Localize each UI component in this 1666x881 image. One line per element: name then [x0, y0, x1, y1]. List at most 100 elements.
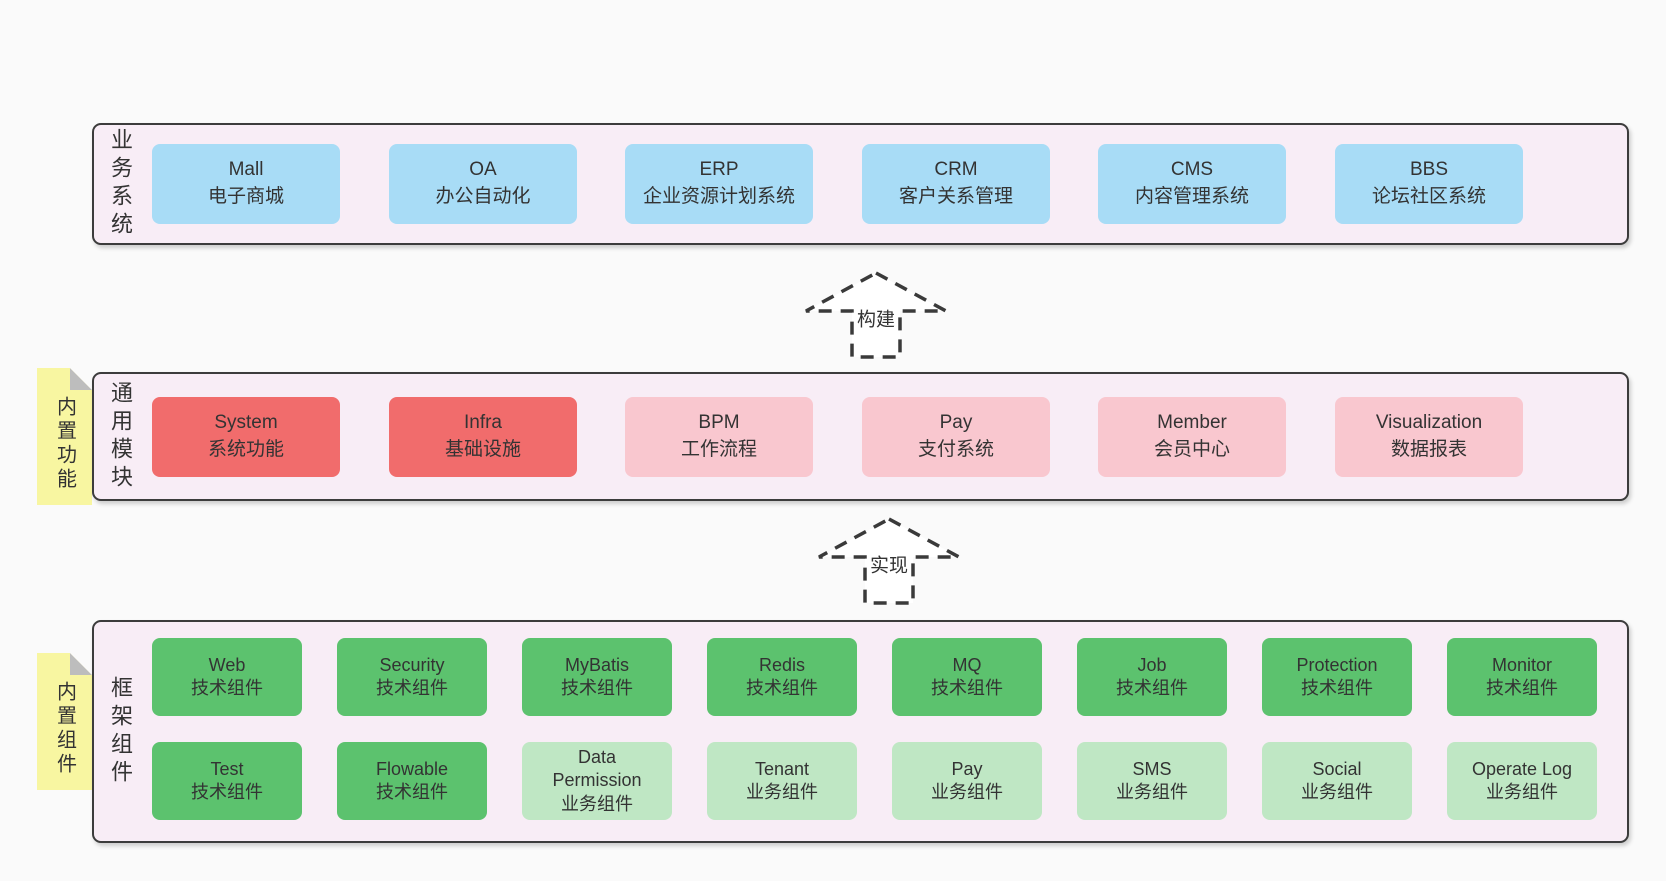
box-social: Social 业务组件 — [1262, 742, 1412, 820]
build-arrow: 构建 — [803, 270, 949, 360]
box-visualization: Visualization 数据报表 — [1335, 397, 1523, 477]
box-name: Security — [379, 654, 445, 675]
box-subtitle: 客户关系管理 — [898, 186, 1013, 207]
sticky-label: 内置功能 — [53, 395, 76, 492]
box-erp: ERP 企业资源计划系统 — [625, 144, 813, 224]
box-monitor: Monitor 技术组件 — [1447, 638, 1597, 716]
box-subtitle: 业务组件 — [561, 793, 633, 814]
box-name: System — [214, 412, 278, 434]
box-subtitle: 技术组件 — [191, 678, 263, 698]
sticky-builtin-features: 内置功能 — [37, 368, 92, 505]
box-name: Flowable — [375, 758, 449, 779]
box-web: Web 技术组件 — [152, 638, 302, 716]
box-subtitle: 业务组件 — [1486, 782, 1558, 802]
box-test: Test 技术组件 — [152, 742, 302, 820]
box-subtitle: 技术组件 — [746, 678, 818, 698]
box-name: Test — [210, 758, 244, 779]
box-subtitle: 基础设施 — [444, 439, 521, 460]
sticky-builtin-components: 内置组件 — [37, 653, 92, 790]
box-subtitle: 业务组件 — [1301, 782, 1373, 802]
box-name: MyBatis — [564, 654, 629, 675]
box-name: Monitor — [1491, 654, 1553, 675]
box-pay-business: Pay 业务组件 — [892, 742, 1042, 820]
box-name: Infra — [463, 412, 503, 434]
box-subtitle: 会员中心 — [1153, 439, 1230, 460]
box-cms: CMS 内容管理系统 — [1098, 144, 1286, 224]
box-protection: Protection 技术组件 — [1262, 638, 1412, 716]
box-name: ERP — [699, 159, 739, 181]
box-mq: MQ 技术组件 — [892, 638, 1042, 716]
box-subtitle: 工作流程 — [680, 439, 757, 460]
box-pay: Pay 支付系统 — [862, 397, 1050, 477]
box-name: Member — [1157, 412, 1227, 434]
box-subtitle: 技术组件 — [1301, 678, 1373, 698]
sticky-label: 内置组件 — [53, 680, 76, 777]
box-subtitle: 业务组件 — [1116, 782, 1188, 802]
box-flowable: Flowable 技术组件 — [337, 742, 487, 820]
box-subtitle: 技术组件 — [561, 678, 633, 698]
box-operate-log: Operate Log 业务组件 — [1447, 742, 1597, 820]
box-security: Security 技术组件 — [337, 638, 487, 716]
box-bbs: BBS 论坛社区系统 — [1335, 144, 1523, 224]
layer-label-modules: 通用模块 — [108, 380, 133, 493]
box-mybatis: MyBatis 技术组件 — [522, 638, 672, 716]
box-bpm: BPM 工作流程 — [625, 397, 813, 477]
box-subtitle: 技术组件 — [931, 678, 1003, 698]
box-subtitle: 技术组件 — [191, 782, 263, 802]
box-redis: Redis 技术组件 — [707, 638, 857, 716]
layer-framework-components: 框架组件 Web 技术组件 Security 技术组件 MyBatis 技术组件… — [92, 620, 1629, 843]
box-oa: OA 办公自动化 — [389, 144, 577, 224]
box-name: MQ — [952, 654, 982, 675]
box-name: Protection — [1296, 654, 1378, 675]
box-name: CRM — [934, 159, 978, 181]
box-name: Pay — [939, 412, 973, 434]
box-name: Tenant — [754, 758, 810, 779]
box-subtitle: 办公自动化 — [435, 186, 531, 207]
box-system: System 系统功能 — [152, 397, 340, 477]
box-name: SMS — [1132, 758, 1172, 779]
layer-business-systems: 业务系统 Mall 电子商城 OA 办公自动化 ERP 企业资源计划系统 CRM… — [92, 123, 1629, 245]
box-subtitle: 电子商城 — [207, 186, 284, 207]
folded-corner-icon — [70, 368, 92, 390]
box-name: Operate Log — [1471, 758, 1573, 779]
box-name: Pay — [951, 758, 983, 779]
box-subtitle: 数据报表 — [1390, 439, 1467, 460]
box-subtitle: 技术组件 — [1486, 678, 1558, 698]
layer-label-business: 业务系统 — [108, 128, 133, 240]
box-name: Job — [1137, 654, 1167, 675]
arrow-label: 实现 — [866, 550, 912, 578]
box-name: Mall — [228, 159, 264, 181]
box-data-permission: Data Permission 业务组件 — [522, 742, 672, 820]
box-name: BBS — [1409, 159, 1449, 181]
box-name: OA — [469, 159, 497, 181]
arrow-label: 构建 — [853, 304, 899, 332]
box-subtitle: 支付系统 — [917, 439, 994, 460]
box-member: Member 会员中心 — [1098, 397, 1286, 477]
box-tenant: Tenant 业务组件 — [707, 742, 857, 820]
box-subtitle: 系统功能 — [207, 439, 284, 460]
box-name: Web — [208, 654, 246, 675]
box-mall: Mall 电子商城 — [152, 144, 340, 224]
box-subtitle: 技术组件 — [376, 782, 448, 802]
box-name: Social — [1312, 758, 1362, 779]
box-subtitle: 企业资源计划系统 — [642, 186, 795, 207]
layer-label-framework: 框架组件 — [108, 675, 133, 788]
box-subtitle: 业务组件 — [931, 782, 1003, 802]
box-subtitle: 业务组件 — [746, 782, 818, 802]
box-name: Data Permission — [552, 746, 642, 791]
folded-corner-icon — [70, 653, 92, 675]
box-subtitle: 论坛社区系统 — [1371, 186, 1486, 207]
box-infra: Infra 基础设施 — [389, 397, 577, 477]
box-name: Redis — [758, 654, 806, 675]
implement-arrow: 实现 — [816, 516, 962, 606]
box-sms: SMS 业务组件 — [1077, 742, 1227, 820]
box-crm: CRM 客户关系管理 — [862, 144, 1050, 224]
box-name: CMS — [1170, 159, 1214, 181]
layer-common-modules: 通用模块 System 系统功能 Infra 基础设施 BPM 工作流程 Pay… — [92, 372, 1629, 501]
box-job: Job 技术组件 — [1077, 638, 1227, 716]
box-subtitle: 技术组件 — [376, 678, 448, 698]
box-subtitle: 技术组件 — [1116, 678, 1188, 698]
box-name: BPM — [698, 412, 740, 434]
box-name: Visualization — [1375, 412, 1483, 434]
